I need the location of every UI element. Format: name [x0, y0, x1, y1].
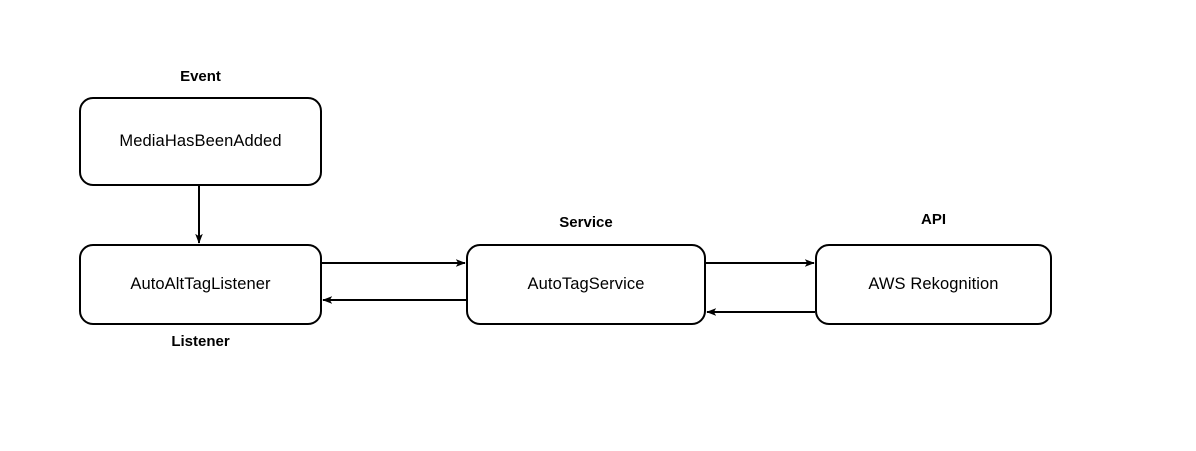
node-api-label: AWS Rekognition [868, 274, 999, 293]
node-service[interactable]: AutoTagService [466, 244, 706, 325]
node-listener[interactable]: AutoAltTagListener [79, 244, 322, 325]
node-listener-label: AutoAltTagListener [130, 274, 271, 293]
group-label-event: Event [180, 68, 221, 85]
node-api[interactable]: AWS Rekognition [815, 244, 1052, 325]
group-label-service: Service [559, 214, 613, 231]
node-event[interactable]: MediaHasBeenAdded [79, 97, 322, 186]
group-label-api: API [920, 211, 946, 228]
node-event-label: MediaHasBeenAdded [119, 131, 282, 150]
node-service-label: AutoTagService [527, 274, 645, 293]
group-label-listener: Listener [171, 333, 230, 350]
